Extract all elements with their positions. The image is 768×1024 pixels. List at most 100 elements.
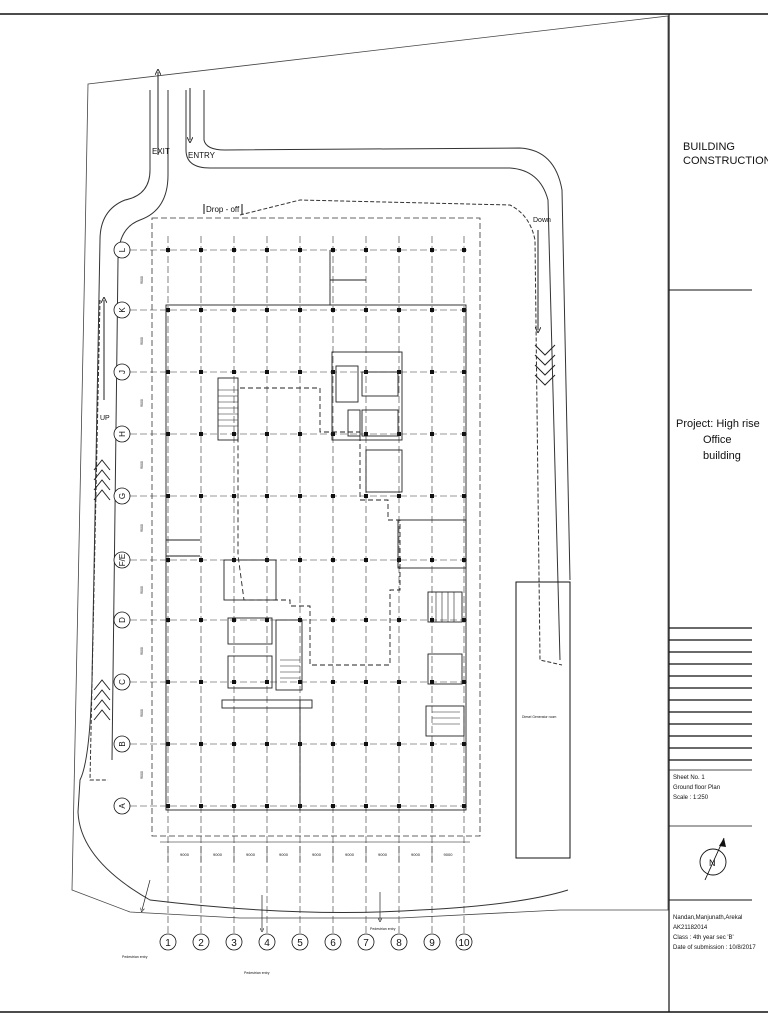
column-8K — [397, 308, 401, 312]
column-bubble-9: 9 — [423, 933, 441, 951]
column-9D — [430, 618, 434, 622]
column-6C — [331, 680, 335, 684]
svg-text:G: G — [118, 493, 127, 499]
column-1A — [166, 804, 170, 808]
title-block-rules — [669, 627, 752, 761]
svg-text:D: D — [118, 617, 127, 623]
sheet-scale: Scale : 1:250 — [673, 795, 709, 801]
bay-dimension-2: 9000 — [213, 852, 223, 857]
column-6H — [331, 432, 335, 436]
generator-room-label: Diesel Generator room — [522, 715, 556, 719]
column-1B — [166, 742, 170, 746]
roll-number: AK21182014 — [673, 925, 708, 931]
column-4G — [265, 494, 269, 498]
svg-text:K: K — [118, 307, 127, 313]
down-label: Down — [533, 217, 551, 224]
row-bubble-L: L — [113, 241, 131, 259]
column-9B — [430, 742, 434, 746]
row-dimension-3: 9000 — [140, 647, 144, 655]
column-2K — [199, 308, 203, 312]
column-1K — [166, 308, 170, 312]
pedestrian-labels: Pedestrian entry Pedestrian entry Pedest… — [122, 927, 396, 975]
column-4J — [265, 370, 269, 374]
svg-text:3: 3 — [231, 938, 237, 949]
column-7A — [364, 804, 368, 808]
column-3H — [232, 432, 236, 436]
row-dimension-8: 9000 — [140, 337, 144, 345]
column-5J — [298, 370, 302, 374]
sheet-border — [0, 13, 768, 1013]
column-2H — [199, 432, 203, 436]
sheet-number: Sheet No. 1 — [673, 775, 705, 781]
bay-dimension-9: 9000 — [444, 852, 454, 857]
svg-text:H: H — [118, 431, 127, 437]
column-2J — [199, 370, 203, 374]
column-9K — [430, 308, 434, 312]
sheet-name: Ground floor Plan — [673, 785, 721, 791]
column-4D — [265, 618, 269, 622]
column-8H — [397, 432, 401, 436]
svg-text:10: 10 — [458, 938, 470, 949]
up-label: UP — [100, 415, 110, 422]
column-10A — [462, 804, 466, 808]
student-name: Nandan,Manjunath,Arekal — [673, 915, 743, 921]
column-4B — [265, 742, 269, 746]
column-4A — [265, 804, 269, 808]
column-3C — [232, 680, 236, 684]
column-3D — [232, 618, 236, 622]
traffic-arrows — [93, 72, 556, 721]
row-bubble-E: F/E — [113, 551, 131, 569]
column-5C — [298, 680, 302, 684]
row-dimension-1: 9000 — [140, 771, 144, 779]
pedestrian-entry-label-2: Pedestrian entry — [244, 971, 270, 975]
svg-text:1: 1 — [165, 938, 171, 949]
column-2A — [199, 804, 203, 808]
building-outline — [151, 217, 481, 837]
column-4L — [265, 248, 269, 252]
column-8C — [397, 680, 401, 684]
row-dimension-5: 9000 — [140, 524, 144, 532]
submission-date: Date of submission : 10/8/2017 — [673, 945, 756, 951]
bay-dimension-8: 9000 — [411, 852, 421, 857]
column-1C — [166, 680, 170, 684]
bay-dimension-3: 9000 — [246, 852, 256, 857]
column-6J — [331, 370, 335, 374]
bay-dimension-5: 9000 — [312, 852, 322, 857]
column-2E — [199, 558, 203, 562]
column-3B — [232, 742, 236, 746]
column-2C — [199, 680, 203, 684]
row-bubble-J: J — [113, 363, 131, 381]
exit-label: EXIT — [152, 147, 170, 156]
row-bubble-H: H — [113, 425, 131, 443]
column-8L — [397, 248, 401, 252]
column-bubble-4: 4 — [258, 933, 276, 951]
column-3A — [232, 804, 236, 808]
column-bubble-1: 1 — [159, 933, 177, 951]
column-10E — [462, 558, 466, 562]
column-7K — [364, 308, 368, 312]
pedestrian-entry-label-3: Pedestrian entry — [370, 927, 396, 931]
project-name: Project: High rise Office building — [676, 416, 766, 464]
row-dimension-2: 9000 — [140, 709, 144, 717]
north-arrow: N — [699, 837, 727, 881]
row-dimension-7: 9000 — [140, 399, 144, 407]
driveway — [77, 90, 571, 913]
column-7G — [364, 494, 368, 498]
column-9A — [430, 804, 434, 808]
column-bubble-5: 5 — [291, 933, 309, 951]
bay-dimension-7: 9000 — [378, 852, 388, 857]
column-10J — [462, 370, 466, 374]
student-info: Nandan,Manjunath,Arekal AK21182014 Class… — [673, 913, 765, 953]
column-7H — [364, 432, 368, 436]
column-9C — [430, 680, 434, 684]
column-10C — [462, 680, 466, 684]
column-10G — [462, 494, 466, 498]
column-6A — [331, 804, 335, 808]
column-2B — [199, 742, 203, 746]
svg-text:8: 8 — [396, 938, 402, 949]
row-bubble-C: C — [113, 673, 131, 691]
